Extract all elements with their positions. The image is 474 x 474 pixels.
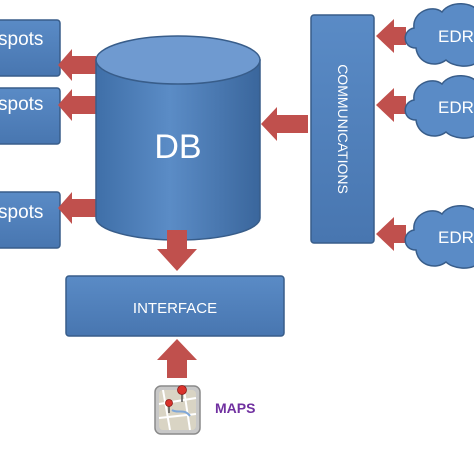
communications-label: COMMUNICATIONS: [335, 64, 351, 194]
hotspot-label-2: spots: [0, 94, 43, 115]
map-pin-icon: [154, 385, 201, 435]
interface-box: INTERFACE: [65, 275, 285, 337]
interface-label: INTERFACE: [133, 300, 217, 317]
arrow-db-to-interface: [157, 230, 197, 271]
edr-label-1: EDR: [438, 27, 474, 46]
arrow-edr-to-communications-2: [376, 88, 406, 122]
hotspot-label-1: spots: [0, 29, 43, 50]
hotspot-box-1: spots: [0, 19, 61, 77]
edr-cloud-1: EDR: [404, 3, 474, 67]
hotspot-label-3: spots: [0, 202, 43, 223]
arrow-maps-to-interface: [157, 339, 197, 378]
arrow-edr-to-communications-3: [376, 217, 406, 251]
maps-label: MAPS: [215, 400, 255, 416]
arrow-communications-to-db: [261, 107, 308, 141]
arrow-db-to-hotspot-2: [58, 89, 96, 121]
db-cylinder: DB: [95, 35, 261, 241]
communications-box: COMMUNICATIONS: [310, 14, 375, 244]
hotspot-box-2: spots: [0, 87, 61, 145]
arrow-edr-to-communications-1: [376, 19, 406, 53]
edr-cloud-2: EDR: [404, 75, 474, 139]
arrow-db-to-hotspot-3: [58, 192, 96, 224]
edr-label-3: EDR: [438, 228, 474, 247]
edr-label-2: EDR: [438, 98, 474, 117]
hotspot-box-3: spots: [0, 191, 61, 249]
arrow-db-to-hotspot-1: [58, 49, 96, 81]
edr-cloud-3: EDR: [404, 205, 474, 269]
db-label: DB: [154, 128, 201, 166]
